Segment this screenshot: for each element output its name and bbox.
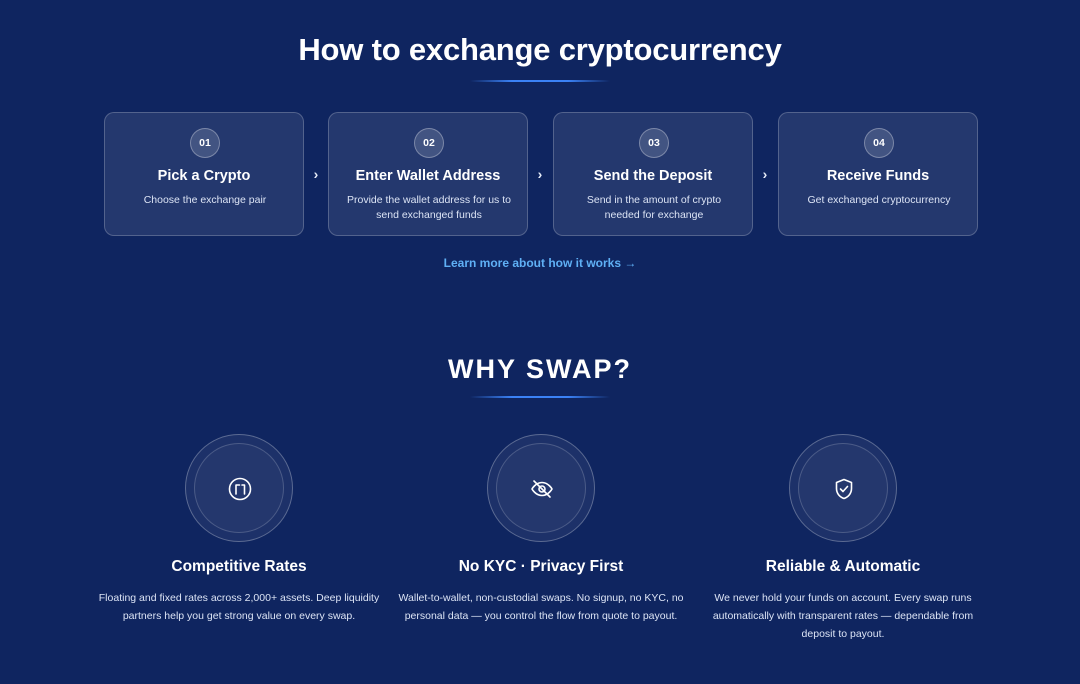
step-number-badge: 02: [414, 128, 444, 158]
step-card-3: 03 Send the Deposit Send in the amount o…: [553, 112, 753, 236]
step-title: Receive Funds: [826, 168, 930, 184]
learn-more-link[interactable]: Learn more about how it works →: [443, 256, 637, 270]
step-description: Provide the wallet address for us to sen…: [346, 194, 511, 221]
step-description: Get exchanged cryptocurrency: [807, 194, 951, 206]
feature-title: No KYC · Privacy First: [458, 558, 624, 575]
shield-check-icon: [835, 478, 853, 500]
step-title: Enter Wallet Address: [355, 168, 501, 184]
rate-frame-icon: [228, 477, 252, 501]
eye-off-icon: [531, 480, 553, 498]
step-number-badge: 01: [190, 128, 220, 158]
icon-ring: [789, 434, 897, 542]
step-description: Choose the exchange pair: [143, 194, 267, 206]
step-number-badge: 04: [864, 128, 894, 158]
step-card-1: 01 Pick a Crypto Choose the exchange pai…: [104, 112, 304, 236]
how-it-works-title: How to exchange cryptocurrency: [298, 32, 782, 67]
why-swap-title: WHY SWAP?: [447, 354, 632, 384]
feature-title: Competitive Rates: [171, 558, 307, 575]
feature-description: Wallet-to-wallet, non-custodial swaps. N…: [398, 592, 684, 622]
icon-ring: [185, 434, 293, 542]
chevron-right-icon: ›: [313, 166, 319, 182]
step-title: Send the Deposit: [593, 168, 713, 184]
step-card-2: 02 Enter Wallet Address Provide the wall…: [328, 112, 528, 236]
icon-ring: [487, 434, 595, 542]
feature-description: We never hold your funds on account. Eve…: [712, 592, 974, 640]
step-card-4: 04 Receive Funds Get exchanged cryptocur…: [778, 112, 978, 236]
step-description: Send in the amount of crypto needed for …: [586, 194, 722, 221]
step-number-badge: 03: [639, 128, 669, 158]
chevron-right-icon: ›: [762, 166, 768, 182]
steps-row: 01 Pick a Crypto Choose the exchange pai…: [104, 112, 978, 236]
feature-description: Floating and fixed rates across 2,000+ a…: [98, 592, 380, 622]
chevron-right-icon: ›: [537, 166, 543, 182]
title-underline: [470, 396, 610, 398]
title-underline: [470, 80, 610, 82]
feature-title: Reliable & Automatic: [765, 558, 921, 575]
step-title: Pick a Crypto: [157, 168, 251, 184]
